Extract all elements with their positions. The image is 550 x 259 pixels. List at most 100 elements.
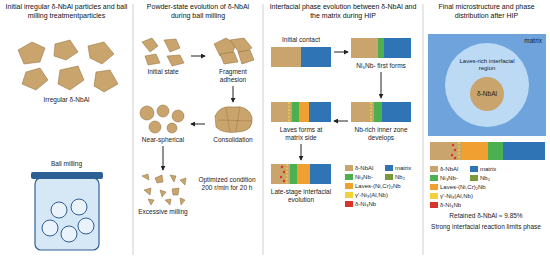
spherical-particle — [167, 123, 177, 133]
legend-text: Laves-(Ni,Cr)₂Nb — [440, 183, 486, 191]
phase-layer — [271, 47, 301, 67]
legend-text: Ni₃Nb- — [355, 173, 373, 181]
note-text: Optimized condition 200 r/min for 20 h — [194, 176, 260, 192]
phase-layer — [430, 142, 462, 160]
stage-box: Irregular δ-NbAl — [8, 36, 125, 104]
legend-item: Ni₃Nb- — [345, 173, 373, 181]
phase-layer — [292, 102, 299, 122]
illustration-space — [270, 162, 332, 186]
gamma-prime-line — [288, 102, 290, 122]
gamma-prime-line — [458, 142, 460, 160]
stage-box: Initial contact — [270, 36, 332, 68]
legend-text: Nb₂ — [480, 174, 490, 182]
particle — [145, 54, 160, 65]
legend-text: δ-Ni₃Nb — [440, 201, 461, 209]
particle — [167, 55, 184, 66]
stage-box: Late-stage interfacial evolution — [270, 162, 332, 204]
illustration-space — [137, 104, 189, 134]
fragment — [160, 190, 166, 197]
note-box: Optimized condition 200 r/min for 20 h — [194, 176, 260, 192]
legend-item: Laves-(Ni,Cr)₂Nb — [430, 183, 486, 191]
legend-swatch — [430, 193, 438, 199]
legend-item: Laves-(Ni,Cr)₂Nb — [345, 182, 401, 190]
stage-box: Nb-rich inner zone develops — [350, 100, 412, 142]
legend-swatch — [345, 165, 353, 171]
legend-text: Ni₃Nb- — [440, 174, 458, 182]
note-box: Strong interfacial reaction limits phase — [426, 223, 546, 231]
gamma-prime-line — [286, 164, 288, 184]
legend-item: δ-NbAl — [345, 164, 373, 172]
panel-divider — [263, 4, 264, 255]
legend-item: Nb₂ — [470, 174, 490, 182]
flow-arrow — [191, 56, 205, 57]
legend-item: Nb₂ — [385, 173, 405, 181]
node-label: δ-NbAl — [470, 77, 504, 111]
phase-layer — [488, 142, 503, 160]
flow-arrow — [334, 52, 348, 53]
node-label: Irregular δ-NbAl — [8, 96, 125, 104]
illustration-space — [207, 104, 259, 134]
legend-swatch — [430, 175, 438, 181]
legend-item: δ-Ni₃Nb — [345, 200, 376, 208]
phase-layer — [462, 142, 488, 160]
stage-box: Ni₃Nb- first forms — [350, 36, 412, 70]
phase-layer — [378, 38, 384, 58]
milling-jar — [35, 178, 99, 250]
node-label: Ni₃Nb- first forms — [350, 62, 412, 70]
stage-box: Ball milling — [8, 160, 125, 254]
legend-text: δ-NbAl — [355, 164, 373, 172]
phase-layer — [301, 47, 331, 67]
spherical-particle — [149, 121, 161, 133]
note-text: Strong interfacial reaction limits phase — [426, 223, 546, 231]
particle — [238, 50, 254, 64]
legend-item: γ'-Ni₃(Al,Nb) — [345, 191, 388, 199]
illustration-space — [350, 36, 412, 60]
panel-heading: Powder-state evolution of δ-NbAl during … — [133, 0, 263, 20]
fragment — [172, 188, 179, 195]
precipitate-dot — [280, 176, 282, 178]
milling-ball — [61, 226, 77, 242]
spherical-particle — [157, 105, 169, 117]
spherical-particle — [140, 106, 154, 120]
node-label: Near-spherical — [137, 136, 189, 144]
flow-arrow — [191, 124, 205, 125]
panel: Initial irregular δ-NbAl particles and b… — [0, 0, 133, 259]
legend-swatch — [430, 202, 438, 208]
illustration-space — [270, 100, 332, 124]
precipitate-dot — [452, 144, 454, 146]
panel-heading: Initial irregular δ-NbAl particles and b… — [0, 0, 133, 20]
illustration-space — [137, 172, 189, 206]
legend-swatch — [345, 192, 353, 198]
stage-box: Laves forms at matrix side — [270, 100, 332, 142]
legend-item: matrix — [470, 165, 496, 173]
fragment — [148, 199, 154, 205]
stage-box: Near-spherical — [137, 104, 189, 144]
jar-lid — [31, 172, 103, 179]
phase-layer — [374, 102, 382, 122]
node-label: Consolidation — [207, 136, 259, 144]
stage-box: Excessive milling — [137, 172, 189, 216]
milling-ball — [71, 199, 87, 215]
fragment — [170, 175, 176, 182]
particle — [58, 66, 84, 90]
panel: Final microstructure and phase distribut… — [423, 0, 550, 259]
legend-item: δ-NbAl — [430, 165, 458, 173]
legend-text: Laves-(Ni,Cr)₂Nb — [355, 182, 401, 190]
phase-layer — [382, 102, 411, 122]
flow-arrow — [301, 144, 302, 160]
particle — [142, 38, 158, 52]
panel-divider — [423, 4, 424, 255]
fragment — [165, 199, 171, 205]
fragment — [180, 178, 186, 185]
legend-text: δ-NbAl — [440, 165, 458, 173]
node-label: matrix — [524, 37, 542, 45]
illustration-space — [207, 36, 259, 66]
stage-box: Fragment adhesion — [207, 36, 259, 84]
consolidated-particle — [215, 107, 252, 133]
particle — [88, 42, 114, 64]
illustration-space — [8, 36, 125, 94]
node-label: Late-stage interfacial evolution — [270, 188, 332, 204]
legend-item: δ-Ni₃Nb — [430, 201, 461, 209]
note-text: Retained δ-NbAl ≈ 9.85% — [426, 212, 546, 220]
phase-layer — [310, 164, 331, 184]
